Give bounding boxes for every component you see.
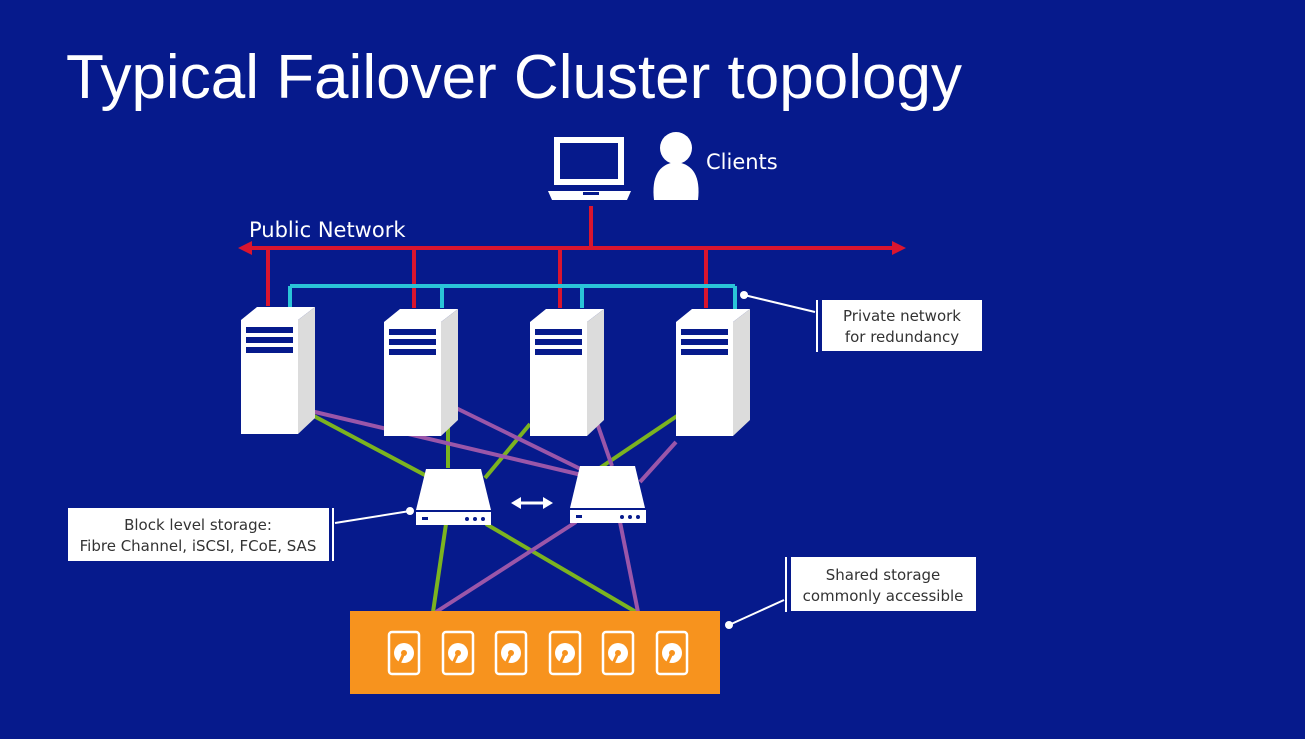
private-network-callout-line-1: Private network — [843, 307, 961, 325]
hard-disk-icon — [441, 630, 475, 676]
public-network-bus — [238, 241, 906, 255]
server-1 — [241, 307, 315, 434]
shared-storage-callout-line-2: commonly accessible — [803, 587, 964, 605]
storage-fabric-links — [431, 520, 640, 614]
public-network-label: Public Network — [249, 218, 406, 242]
storage-array — [350, 611, 720, 694]
public-network-drops — [266, 248, 708, 308]
slide-title: Typical Failover Cluster topology — [66, 43, 962, 112]
block-storage-callout-line-2: Fibre Channel, iSCSI, FCoE, SAS — [80, 537, 317, 555]
server-2 — [384, 309, 458, 436]
private-network-callout: Private network for redundancy — [740, 291, 982, 352]
clients-label: Clients — [706, 150, 778, 174]
server-4 — [676, 309, 750, 436]
private-network-callout-line-2: for redundancy — [845, 328, 959, 346]
storage-switch-1 — [416, 469, 491, 525]
hard-disk-icon — [494, 630, 528, 676]
shared-storage-callout: Shared storage commonly accessible — [725, 557, 976, 629]
block-storage-callout-line-1: Block level storage: — [124, 516, 272, 534]
block-storage-callout: Block level storage: Fibre Channel, iSCS… — [68, 507, 414, 561]
hard-disk-icon — [601, 630, 635, 676]
laptop-icon — [548, 137, 631, 200]
user-icon — [653, 132, 699, 200]
hard-disk-icon — [655, 630, 689, 676]
hard-disk-icon — [548, 630, 582, 676]
storage-switch-2 — [570, 466, 646, 523]
server-3 — [530, 309, 604, 436]
double-arrow-icon — [511, 497, 553, 509]
shared-storage-callout-line-1: Shared storage — [826, 566, 941, 584]
private-network — [288, 284, 737, 310]
hard-disk-icon — [387, 630, 421, 676]
